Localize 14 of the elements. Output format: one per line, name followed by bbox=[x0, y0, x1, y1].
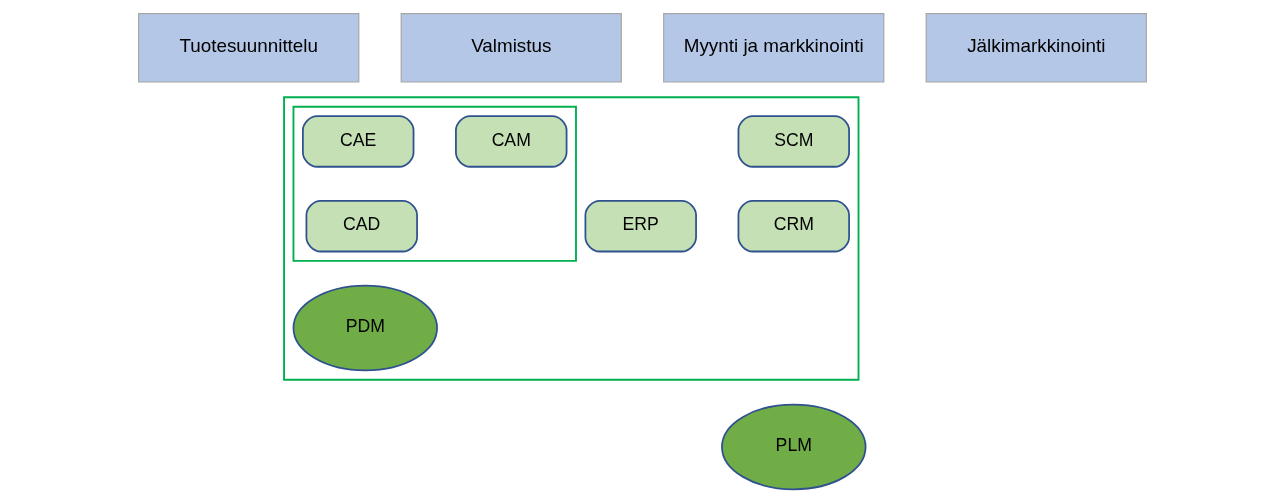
node-ellipse: PDM bbox=[292, 284, 438, 371]
cluster bbox=[292, 105, 577, 262]
node-box: CAE bbox=[302, 114, 415, 168]
node-box: SCM bbox=[737, 114, 850, 168]
node-ellipse: PLM bbox=[721, 403, 867, 490]
node-box: Tuotesuunnittelu bbox=[138, 12, 360, 83]
node-box: Myynti ja markkinointi bbox=[663, 12, 885, 83]
cluster bbox=[283, 95, 860, 381]
node-box: Valmistus bbox=[400, 12, 622, 83]
node-box: CAM bbox=[455, 114, 568, 168]
node-box: ERP bbox=[584, 199, 697, 252]
node-box: CRM bbox=[737, 199, 850, 252]
node-box: Jälkimarkkinointi bbox=[925, 12, 1147, 83]
node-box: CAD bbox=[305, 199, 418, 252]
